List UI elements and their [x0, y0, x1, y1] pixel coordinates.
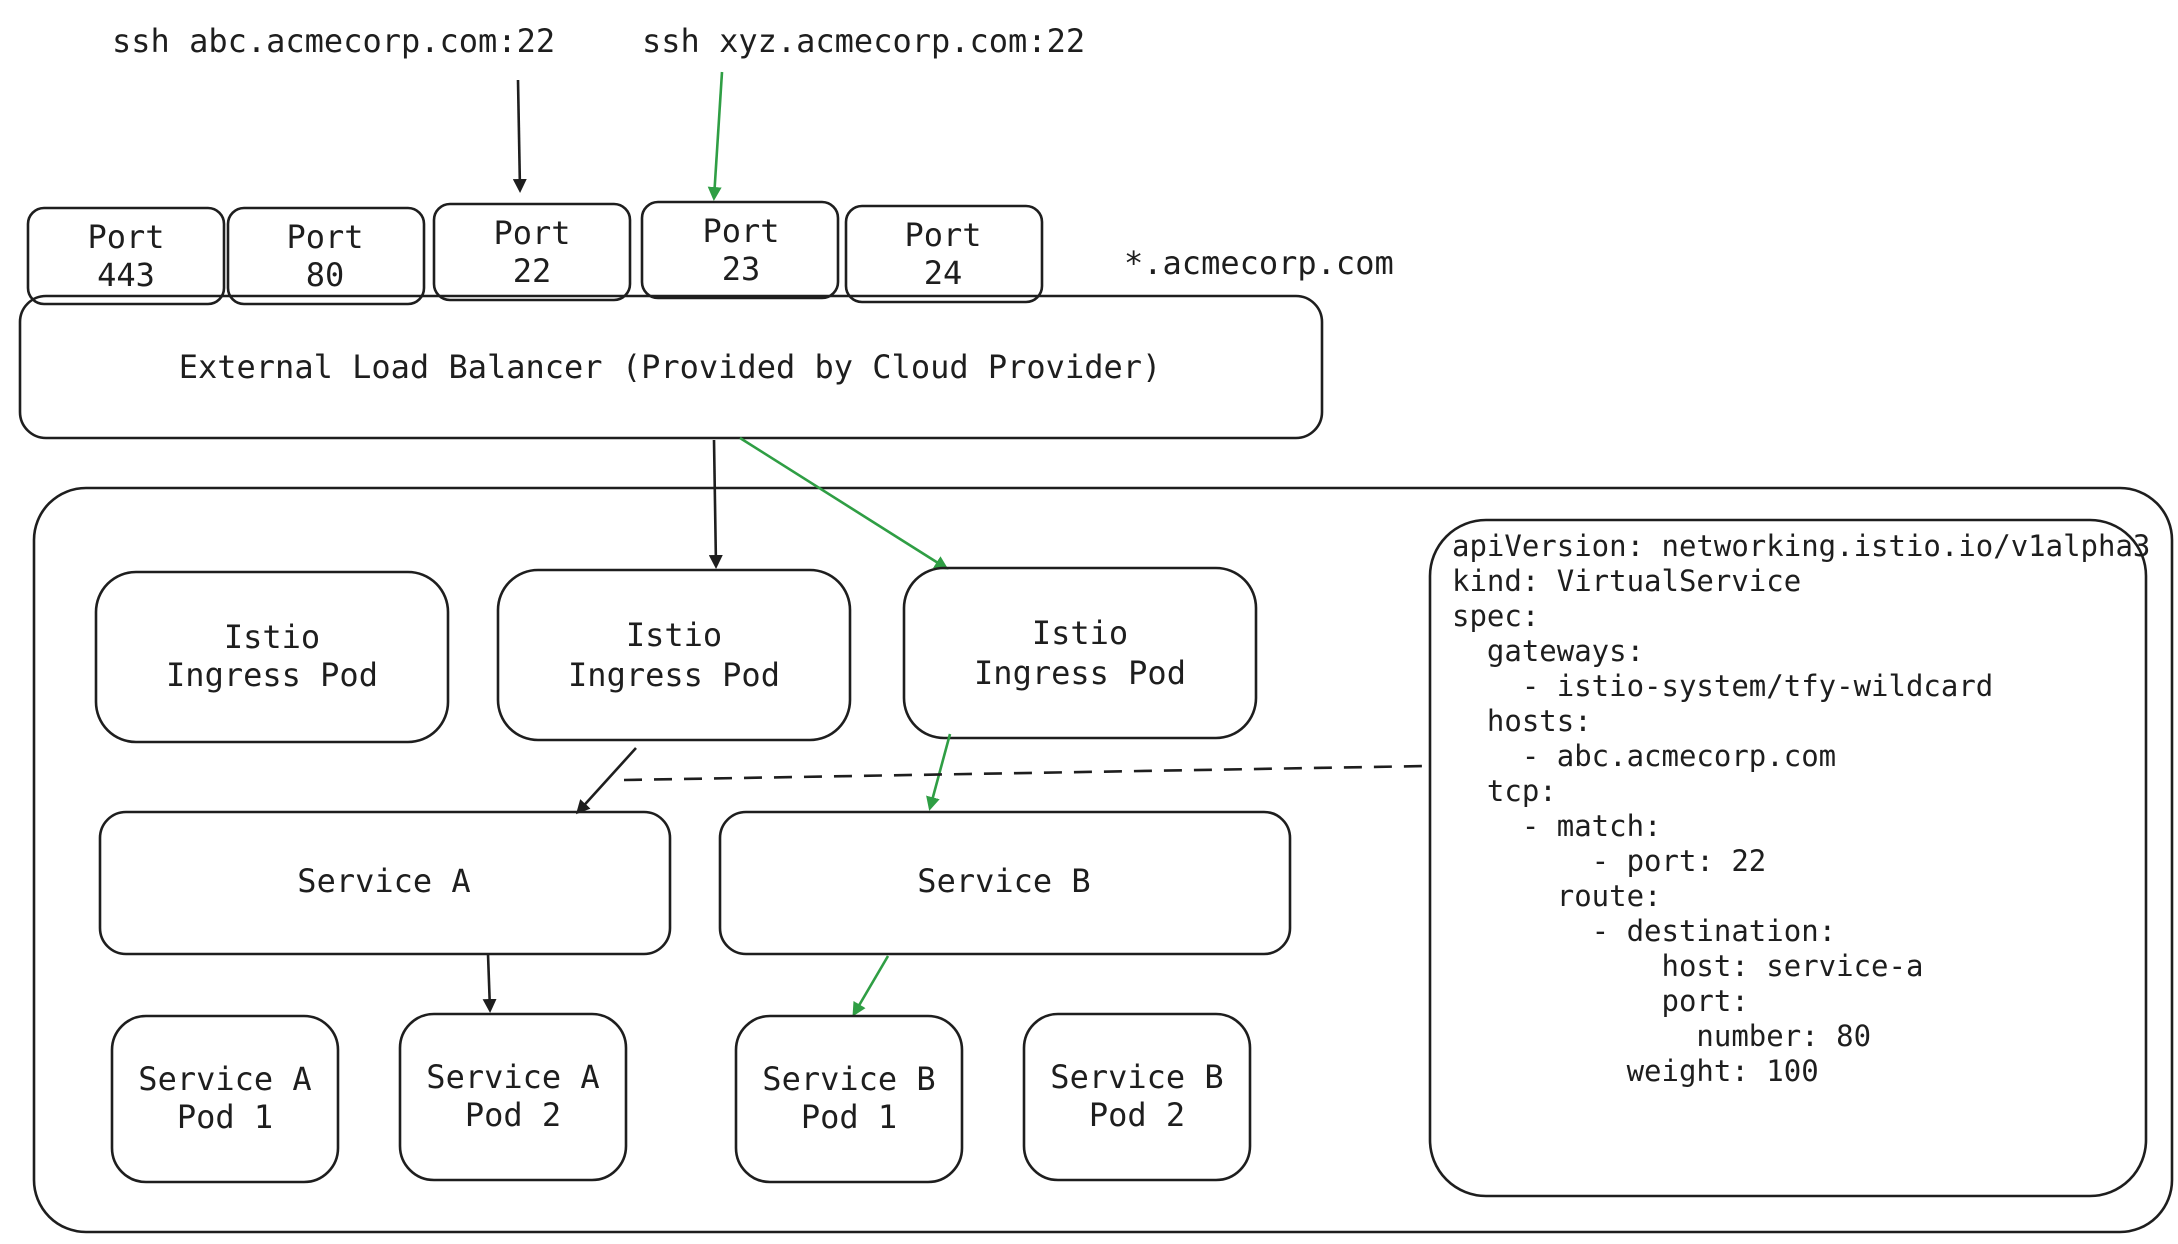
arrow-ssh-abc-to-port-22: [512, 79, 527, 193]
port-23-label: Port: [702, 212, 779, 250]
service-b-box: [718, 810, 1292, 956]
port-23-box: [640, 200, 840, 300]
yaml-line: - abc.acmecorp.com: [1452, 739, 1836, 773]
yaml-line: hosts:: [1452, 704, 1592, 738]
service-a-box: [98, 810, 672, 956]
service-a-pod-1-line2: Pod 1: [177, 1098, 273, 1136]
yaml-line: number: 80: [1452, 1019, 1871, 1053]
yaml-line: gateways:: [1452, 634, 1644, 668]
port-23-number: 23: [722, 250, 761, 288]
port-80-number: 80: [306, 256, 345, 294]
port-24-box: [844, 204, 1044, 304]
istio-ingress-pod-3-line2: Ingress Pod: [974, 654, 1186, 692]
ssh-xyz-label: ssh xyz.acmecorp.com:22: [642, 22, 1085, 60]
arrow-service-a-to-pod-2: [482, 953, 497, 1013]
service-b-pod-2-line1: Service B: [1050, 1058, 1223, 1096]
istio-ingress-pod-2-line2: Ingress Pod: [568, 656, 780, 694]
yaml-line: weight: 100: [1452, 1054, 1819, 1088]
istio-ingress-pod-3-line1: Istio: [1032, 614, 1128, 652]
service-a-pod-2-box: [398, 1012, 628, 1182]
yaml-line: host: service-a: [1452, 949, 1923, 983]
yaml-line: - match:: [1452, 809, 1662, 843]
service-b-label: Service B: [917, 862, 1090, 900]
service-b-pod-1-box: [734, 1014, 964, 1184]
service-a-pod-1-box: [110, 1014, 340, 1184]
service-b-pod-2-line2: Pod 2: [1089, 1096, 1185, 1134]
yaml-line: route:: [1452, 879, 1662, 913]
istio-ingress-pod-3-box: [902, 566, 1258, 740]
istio-ingress-pod-2-box: [496, 568, 852, 742]
service-b-pod-1-line2: Pod 1: [801, 1098, 897, 1136]
ssh-abc-label: ssh abc.acmecorp.com:22: [112, 22, 555, 60]
service-a-pod-1-line1: Service A: [138, 1060, 311, 1098]
load-balancer-label: External Load Balancer (Provided by Clou…: [179, 348, 1162, 386]
yaml-line: kind: VirtualService: [1452, 564, 1801, 598]
port-443-box: [26, 206, 226, 306]
port-80-box: [226, 206, 426, 306]
istio-ingress-pod-1-line1: Istio: [224, 618, 320, 656]
istio-ingress-pod-2-line1: Istio: [626, 616, 722, 654]
yaml-line: - port: 22: [1452, 844, 1766, 878]
port-22-number: 22: [513, 252, 552, 290]
service-b-pod-1-line1: Service B: [762, 1060, 935, 1098]
service-a-label: Service A: [297, 862, 470, 900]
dashed-connector-config: [623, 764, 1429, 782]
arrow-ssh-xyz-to-port-23: [707, 71, 724, 201]
arrow-lb-to-ingress-3: [739, 436, 949, 570]
yaml-line: - destination:: [1452, 914, 1836, 948]
virtual-service-panel: [1428, 518, 2148, 1198]
yaml-line: apiVersion: networking.istio.io/v1alpha3: [1452, 529, 2150, 563]
service-a-pod-2-line1: Service A: [426, 1058, 599, 1096]
arrow-ingress-2-to-service-a: [575, 747, 637, 815]
yaml-line: port:: [1452, 984, 1749, 1018]
yaml-line: spec:: [1452, 599, 1539, 633]
port-22-label: Port: [493, 214, 570, 252]
cluster-container: [32, 486, 2174, 1234]
arrow-service-b-to-pod-1: [852, 955, 890, 1017]
virtual-service-yaml: apiVersion: networking.istio.io/v1alpha3…: [1452, 0, 2178, 1088]
arrow-lb-to-ingress-2: [708, 439, 723, 569]
service-b-pod-2-box: [1022, 1012, 1252, 1182]
port-24-number: 24: [924, 254, 963, 292]
service-a-pod-2-line2: Pod 2: [465, 1096, 561, 1134]
port-80-label: Port: [286, 218, 363, 256]
istio-ingress-pod-1-line2: Ingress Pod: [166, 656, 378, 694]
yaml-line: - istio-system/tfy-wildcard: [1452, 669, 1993, 703]
yaml-line: tcp:: [1452, 774, 1557, 808]
wildcard-domain-label: *.acmecorp.com: [1124, 244, 1394, 282]
istio-ingress-pod-1-box: [94, 570, 450, 744]
load-balancer-box: [18, 294, 1324, 440]
port-443-number: 443: [97, 256, 155, 294]
port-24-label: Port: [904, 216, 981, 254]
arrow-ingress-3-to-service-b: [926, 733, 952, 811]
port-22-box: [432, 202, 632, 302]
port-443-label: Port: [87, 218, 164, 256]
